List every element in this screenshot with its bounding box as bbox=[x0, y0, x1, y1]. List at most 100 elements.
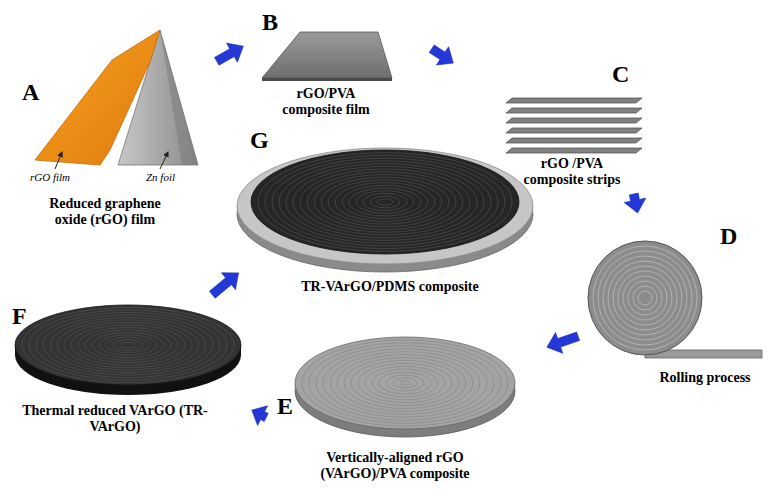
ring bbox=[400, 381, 410, 385]
ring bbox=[335, 183, 435, 222]
ring bbox=[386, 375, 424, 391]
ring bbox=[330, 352, 480, 415]
ring bbox=[358, 363, 452, 402]
part-label: Zn foil bbox=[146, 171, 175, 184]
ring bbox=[379, 372, 431, 394]
ring bbox=[372, 369, 438, 397]
disk-top bbox=[15, 305, 241, 385]
ring bbox=[344, 357, 466, 408]
strip bbox=[506, 138, 642, 143]
process-step: ArGO film Zn foilReduced graphene oxide (… bbox=[5, 30, 215, 232]
step-caption: rGO /PVA composite strips bbox=[513, 156, 631, 188]
strip bbox=[506, 118, 642, 123]
ring bbox=[302, 340, 508, 426]
flow-arrow bbox=[547, 332, 580, 353]
ring bbox=[377, 199, 393, 205]
ring bbox=[258, 153, 512, 252]
step-caption: rGO/PVA composite film bbox=[269, 86, 384, 118]
winding bbox=[593, 246, 697, 350]
step-letter: G bbox=[250, 126, 269, 154]
step-letter: E bbox=[277, 392, 293, 420]
flow-arrow bbox=[429, 45, 453, 65]
composite-strips bbox=[506, 98, 642, 153]
disk-rings bbox=[22, 307, 234, 382]
ring bbox=[356, 191, 414, 214]
ring bbox=[272, 158, 498, 246]
rgo-film bbox=[35, 30, 160, 165]
strip bbox=[506, 148, 642, 153]
ring bbox=[323, 349, 487, 418]
ring bbox=[337, 355, 473, 412]
winding bbox=[638, 291, 652, 305]
ring bbox=[50, 317, 206, 372]
process-step: CrGO /PVA composite strips bbox=[455, 50, 660, 192]
ring bbox=[78, 327, 178, 362]
step-caption: Vertically-aligned rGO (VArGO)/PVA compo… bbox=[308, 450, 483, 482]
step-letter: D bbox=[720, 222, 737, 250]
ring bbox=[265, 155, 505, 248]
step-letter: F bbox=[12, 302, 27, 330]
ring bbox=[57, 320, 199, 370]
leader-line bbox=[55, 152, 62, 169]
ring bbox=[307, 172, 463, 233]
ring bbox=[92, 332, 164, 357]
ring bbox=[43, 315, 213, 375]
strip bbox=[506, 108, 642, 113]
flow-arrow bbox=[215, 43, 244, 65]
step-caption: Reduced graphene oxide (rGO) film bbox=[40, 196, 170, 228]
step-letter: C bbox=[612, 60, 629, 88]
ring bbox=[351, 360, 459, 405]
step-caption: Rolling process bbox=[630, 370, 769, 386]
strip bbox=[506, 98, 642, 103]
winding bbox=[633, 286, 657, 310]
winding bbox=[623, 276, 667, 320]
flow-arrow bbox=[252, 406, 268, 426]
winding bbox=[603, 256, 687, 340]
ring bbox=[36, 312, 220, 377]
ring bbox=[106, 337, 150, 353]
step-caption: Thermal reduced VArGO (TR-VArGO) bbox=[20, 403, 210, 435]
disk-rings bbox=[302, 340, 508, 426]
ring bbox=[363, 193, 407, 210]
composite-film-edge bbox=[262, 78, 392, 81]
flow-arrow bbox=[624, 193, 646, 213]
winding bbox=[613, 266, 677, 330]
process-step: D Rolling process bbox=[580, 215, 769, 395]
ring bbox=[328, 180, 442, 224]
winding bbox=[598, 251, 692, 345]
step-caption: TR-VArGO/PDMS composite bbox=[260, 279, 520, 295]
ring bbox=[120, 342, 136, 348]
flow-arrow bbox=[209, 273, 238, 298]
process-step: G TR-VArGO/PDMS composite bbox=[240, 122, 520, 298]
strip bbox=[506, 128, 642, 133]
ring bbox=[349, 188, 421, 216]
ring bbox=[314, 174, 456, 229]
ring bbox=[293, 166, 477, 237]
ring bbox=[113, 340, 143, 351]
part-label: rGO film bbox=[30, 171, 70, 184]
ring bbox=[309, 343, 501, 423]
ring bbox=[365, 366, 445, 399]
winding bbox=[608, 261, 682, 335]
ring bbox=[279, 161, 491, 243]
roll-windings bbox=[593, 246, 697, 350]
winding bbox=[628, 281, 662, 315]
disk-top bbox=[295, 337, 515, 429]
disk-top bbox=[251, 150, 519, 254]
ring bbox=[321, 177, 449, 227]
step-letter: B bbox=[262, 8, 278, 36]
process-step: F Thermal reduced VArGO (TR-VArGO) bbox=[5, 296, 250, 445]
step-letter: A bbox=[22, 78, 39, 106]
disk-rings bbox=[258, 153, 512, 252]
ring bbox=[342, 185, 428, 218]
ring bbox=[99, 335, 157, 356]
ring bbox=[85, 330, 171, 360]
pdms-top bbox=[237, 148, 533, 264]
ring bbox=[300, 169, 470, 235]
ring bbox=[64, 322, 192, 367]
ring bbox=[286, 164, 484, 241]
composite-film bbox=[262, 32, 392, 78]
ring bbox=[316, 346, 494, 420]
ring bbox=[370, 196, 400, 208]
